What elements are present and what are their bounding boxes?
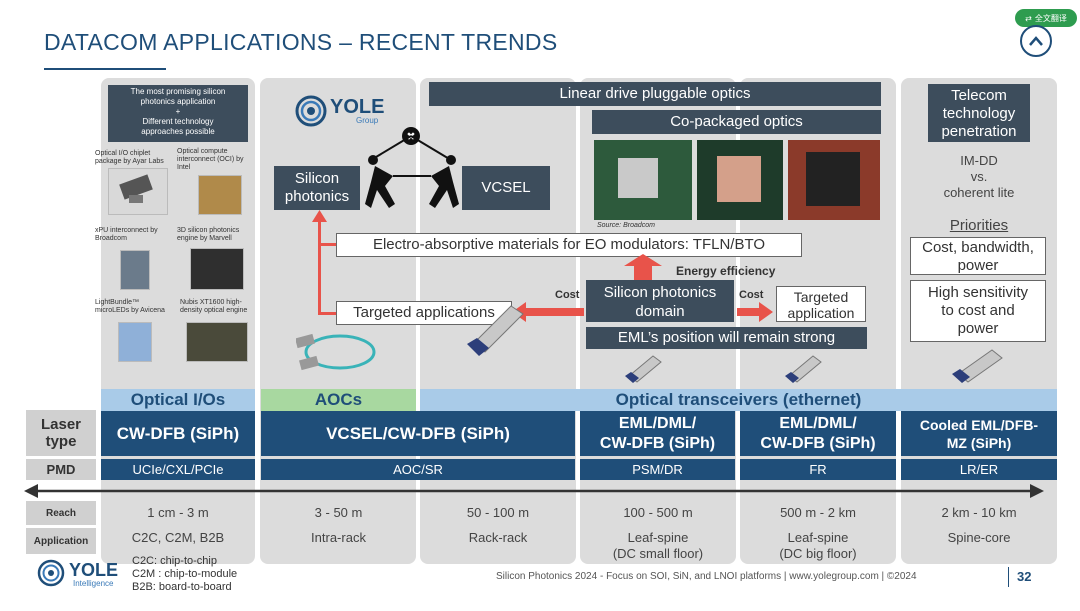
vcsel-box: VCSEL: [462, 166, 550, 210]
reach-4: 100 - 500 m: [623, 505, 693, 520]
pmd-cell-1: UCIe/CXL/PCIe: [101, 459, 255, 480]
arrow-left-icon: [512, 302, 584, 322]
laser-type-cell-4: EML/DML/ CW-DFB (SiPh): [740, 411, 896, 456]
application-1: C2C, C2M, B2B: [131, 530, 225, 545]
yole-group-logo: YOLE Group: [294, 94, 394, 128]
eml-strong-box: EML’s position will remain strong: [586, 327, 867, 349]
application-3: Rack-rack: [468, 530, 528, 545]
cpo-image-2: [697, 140, 783, 220]
reach-1: 1 cm - 3 m: [147, 505, 209, 520]
arrow-right-icon: [737, 302, 773, 322]
title-underline: [44, 68, 166, 70]
footer-text: Silicon Photonics 2024 - Focus on SOI, S…: [496, 571, 917, 582]
yole-intelligence-mark-icon: [37, 559, 65, 587]
footer-divider: [1008, 567, 1009, 587]
caption-marvell-3d: 3D silicon photonics engine by Marvell: [177, 227, 240, 242]
red-vertical-line: [318, 218, 321, 313]
reach-2: 3 - 50 m: [314, 505, 363, 520]
aoc-cable-image: [296, 333, 376, 371]
chevron-up-icon: [1029, 36, 1043, 46]
energy-efficiency-label: Energy efficiency: [676, 264, 776, 278]
cpo-image-1: [594, 140, 692, 220]
page-number: 32: [1017, 569, 1032, 584]
priority-cost-box: Cost, bandwidth, power: [910, 237, 1046, 275]
targeted-application-right: Targeted application: [776, 286, 866, 322]
broadcom-xpu-image: [120, 250, 150, 290]
laser-type-cell-2: VCSEL/CW-DFB (SiPh): [261, 411, 575, 456]
application-5: Leaf-spine (DC big floor): [779, 530, 857, 561]
cost-label-right: Cost: [739, 289, 764, 301]
row-label-laser-type: Laser type: [26, 410, 96, 456]
laser-type-cell-3: EML/DML/ CW-DFB (SiPh): [580, 411, 735, 456]
linear-drive-banner: Linear drive pluggable optics: [429, 82, 881, 106]
ribbon-aocs: AOCs: [261, 389, 416, 411]
pmd-cell-4: FR: [740, 459, 896, 480]
translate-button[interactable]: ⇄ 全文翻译: [1015, 9, 1077, 27]
caption-broadcom-xpu: xPU interconnect by Broadcom: [95, 227, 158, 242]
laser-type-cell-1: CW-DFB (SiPh): [101, 411, 255, 456]
co-packaged-banner: Co-packaged optics: [592, 110, 881, 134]
ayar-labs-image: [108, 168, 168, 215]
cpo-image-3: [788, 140, 880, 220]
tug-of-war-icon: ✖: [365, 127, 459, 208]
abbreviation-legend: C2C: chip-to-chip C2M : chip-to-module B…: [132, 555, 238, 593]
yole-intelligence-name: YOLE: [69, 560, 119, 580]
sip-domain-box: Silicon photonics domain: [586, 280, 734, 322]
translate-icon: ⇄: [1025, 13, 1032, 23]
marvell-3d-image: [190, 248, 244, 290]
caption-avicena: LightBundle™ microLEDs by Avicena: [95, 299, 165, 314]
reach-5: 500 m - 2 km: [780, 505, 856, 520]
source-caption: Source: Broadcom: [597, 222, 655, 229]
row-label-pmd: PMD: [26, 459, 96, 480]
optical-ios-heading: The most promising silicon photonics app…: [108, 85, 248, 142]
telecom-box: Telecom technology penetration: [928, 84, 1030, 142]
transceiver-image-1: [467, 305, 524, 356]
row-label-reach: Reach: [26, 501, 96, 525]
priority-sensitivity-box: High sensitivity to cost and power: [910, 280, 1046, 342]
page-title: DATACOM APPLICATIONS – RECENT TRENDS: [44, 29, 558, 55]
pmd-cell-3: PSM/DR: [580, 459, 735, 480]
row-label-application: Application: [26, 528, 96, 554]
application-4: Leaf-spine (DC small floor): [612, 530, 704, 561]
yole-intelligence-logo: YOLE Intelligence: [36, 558, 130, 590]
caption-intel-oci: Optical compute interconnect (OCI) by In…: [177, 148, 244, 171]
scroll-up-button[interactable]: [1020, 25, 1052, 57]
energy-arrow-icon: [624, 254, 662, 280]
application-2: Intra-rack: [311, 530, 366, 545]
targeted-applications-left: Targeted applications: [336, 301, 512, 325]
arrow-up-icon: [312, 210, 327, 222]
red-horizontal-line: [318, 312, 336, 315]
reach-3: 50 - 100 m: [466, 505, 530, 520]
double-arrow-icon: [24, 484, 1044, 498]
yole-group-sub: Group: [356, 116, 379, 125]
priorities-heading: Priorities: [949, 217, 1009, 234]
caption-ayar-labs: Optical I/O chiplet package by Ayar Labs: [95, 150, 164, 165]
ribbon-optical-transceivers: Optical transceivers (ethernet): [420, 389, 1057, 411]
column-optical-ios: [101, 78, 255, 564]
silicon-photonics-box: Silicon photonics: [274, 166, 360, 210]
transceiver-image-3: [785, 355, 822, 383]
yole-intelligence-sub: Intelligence: [73, 579, 114, 588]
translate-label: 全文翻译: [1034, 13, 1067, 23]
laser-type-cell-5: Cooled EML/DFB- MZ (SiPh): [901, 411, 1057, 456]
yole-logo-mark-icon: [295, 95, 327, 127]
yole-group-name: YOLE: [330, 96, 385, 118]
nubis-image: [186, 322, 248, 362]
application-6: Spine-core: [947, 530, 1011, 545]
cost-label-left: Cost: [555, 289, 580, 301]
pmd-cell-5: LR/ER: [901, 459, 1057, 480]
transceiver-image-2: [625, 355, 662, 383]
avicena-image: [118, 322, 152, 362]
intel-oci-image: [198, 175, 242, 215]
caption-nubis: Nubis XT1600 high- density optical engin…: [180, 299, 248, 314]
pmd-cell-2: AOC/SR: [261, 459, 575, 480]
reach-6: 2 km - 10 km: [941, 505, 1017, 520]
eo-modulators-box: Electro-absorptive materials for EO modu…: [336, 233, 802, 257]
transceiver-image-4: [952, 349, 1003, 383]
red-branch-line: [318, 243, 336, 246]
ribbon-optical-ios: Optical I/Os: [101, 389, 255, 411]
imdd-text: IM-DD vs. coherent lite: [943, 153, 1015, 200]
